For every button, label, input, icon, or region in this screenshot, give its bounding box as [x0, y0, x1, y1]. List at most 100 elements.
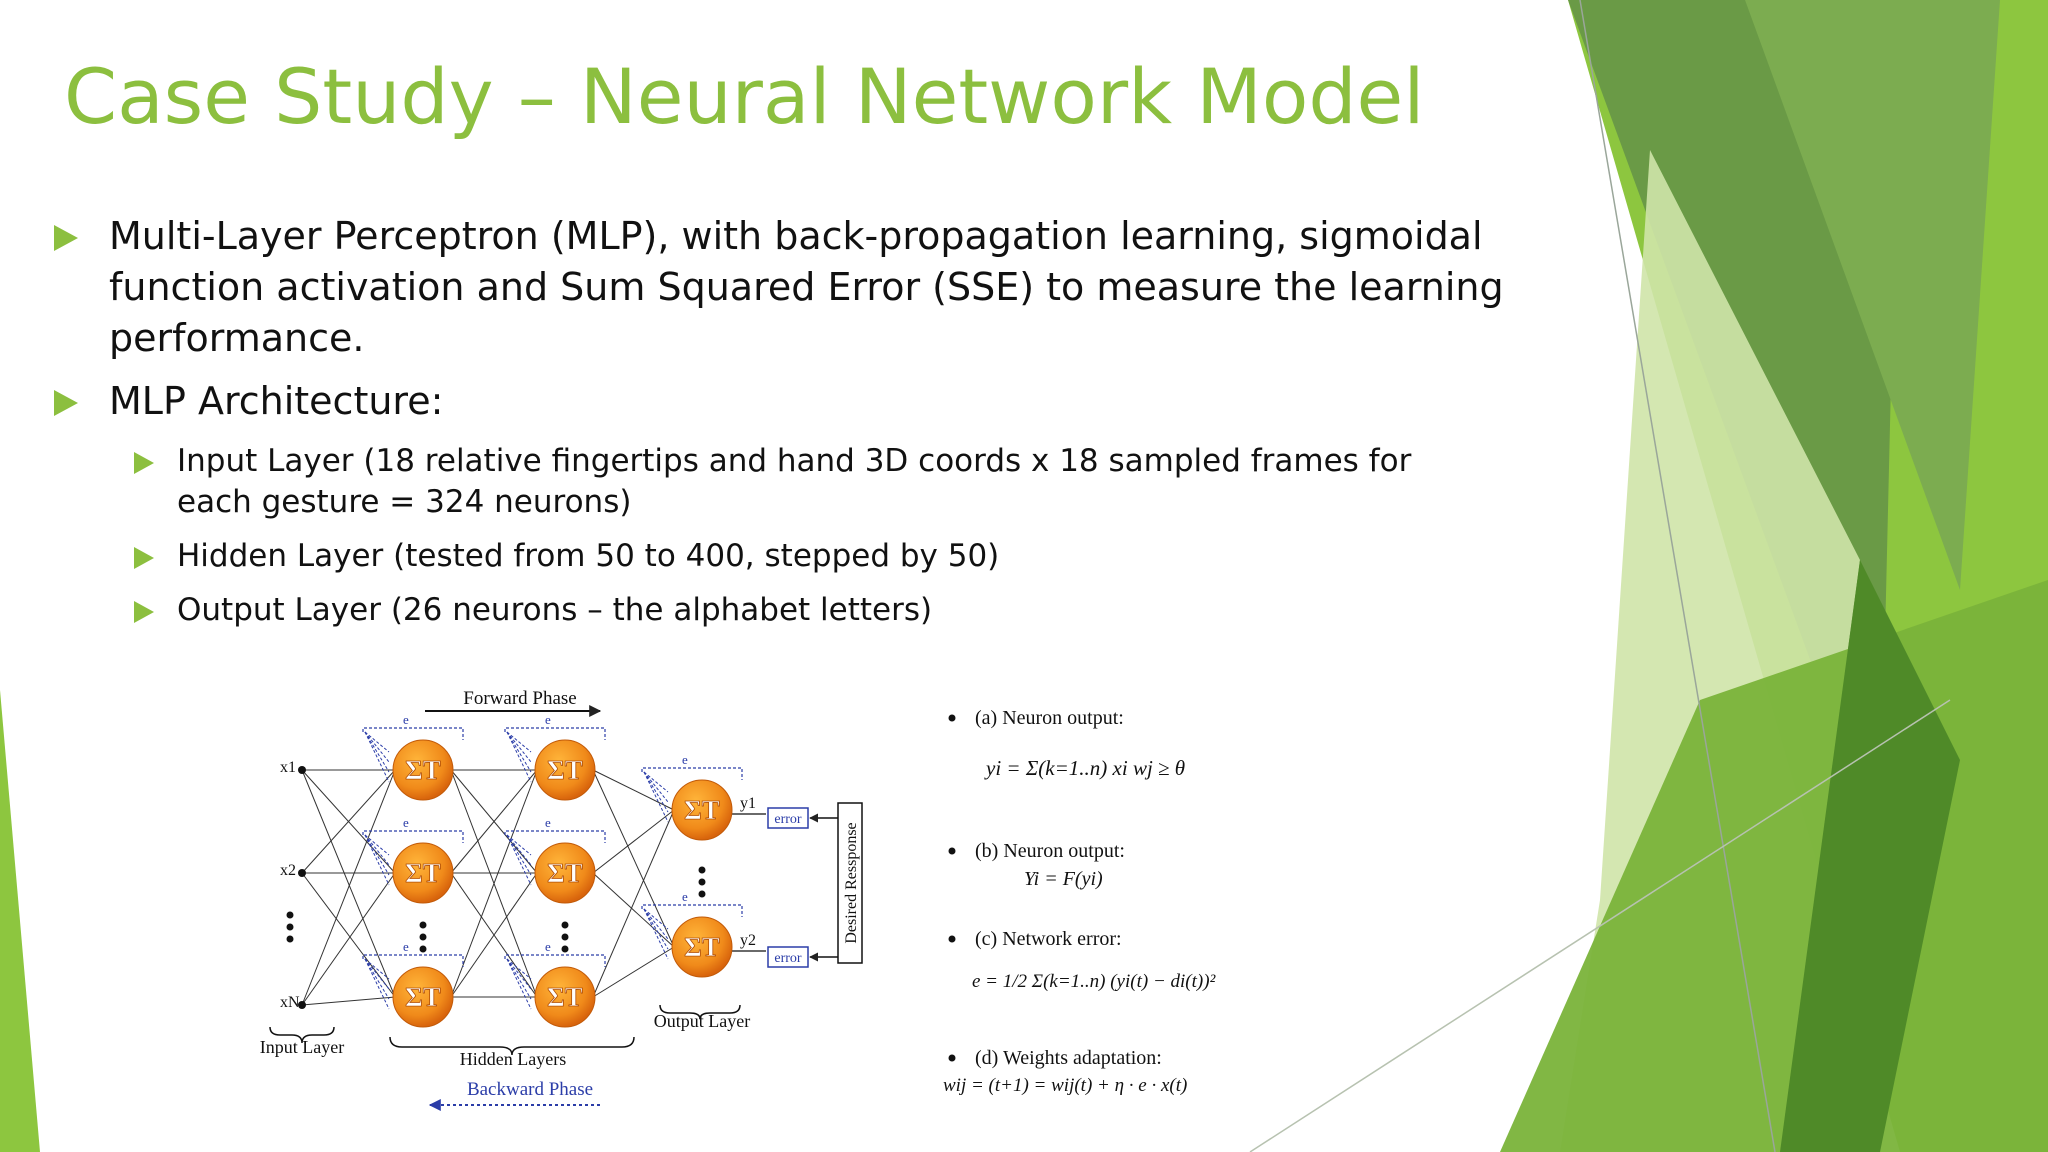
sub-bullet-text: Hidden Layer (tested from 50 to 400, ste… [177, 538, 1000, 574]
backprop-line [506, 834, 532, 876]
desired-response-box [837, 802, 863, 964]
backprop-line [643, 771, 669, 813]
error-feedback-line [641, 767, 743, 780]
backprop-line [506, 731, 532, 773]
ellipsis-dot [286, 935, 294, 943]
ellipsis-dot [698, 890, 706, 898]
connection-line [592, 946, 675, 998]
forward-phase-label: Forward Phase [463, 688, 576, 709]
formula-bullet [948, 714, 956, 722]
neuron-node [534, 842, 596, 904]
backprop-line [364, 731, 390, 753]
backprop-line [364, 958, 390, 990]
connection-line [301, 996, 396, 1006]
ellipsis-dot [286, 923, 294, 931]
neuron-symbol: ΣT [547, 982, 583, 1012]
neuron-node [534, 739, 596, 801]
formula-bullet [948, 935, 956, 943]
input-node [298, 766, 306, 774]
neuron-symbol: ΣT [405, 982, 441, 1012]
neuron-symbol: ΣT [405, 858, 441, 888]
bullet-item: Multi-Layer Perceptron (MLP), with back-… [54, 211, 1529, 364]
sub-bullet-text: Output Layer (26 neurons – the alphabet … [177, 592, 933, 628]
backprop-line [643, 908, 669, 930]
input-layer-brace [269, 1026, 335, 1044]
bullet-arrow-icon [134, 547, 154, 569]
formula-label: (a) Neuron output: [975, 707, 1124, 729]
backprop-line [506, 958, 532, 980]
formula-bullet [948, 847, 956, 855]
ellipsis-dot [561, 933, 569, 941]
backprop-line [506, 834, 532, 866]
e-label: e [545, 815, 551, 830]
e-label: e [403, 939, 409, 954]
bullet-text: MLP Architecture: [109, 379, 444, 423]
backprop-line [506, 958, 532, 1000]
backprop-line [506, 958, 532, 1010]
neuron-symbol: ΣT [684, 932, 720, 962]
input-label: xN [280, 994, 300, 1011]
error-feedback-line [504, 727, 606, 740]
output-layer-brace [659, 1004, 741, 1020]
connection-line [592, 809, 675, 998]
bullet-arrow-icon [54, 390, 78, 416]
error-feedback-line [504, 830, 606, 843]
formula-label: (c) Network error: [975, 928, 1122, 950]
e-label: e [403, 815, 409, 830]
neuron-node [534, 966, 596, 1028]
error-box-label: error [774, 812, 802, 827]
deco-darker-wedge [1780, 560, 1960, 1152]
backprop-line [643, 908, 669, 960]
connection-line [301, 769, 396, 1006]
backprop-line [364, 834, 390, 876]
formula-expression: yi = Σ(k=1..n) xi wj ≥ θ [984, 756, 1185, 780]
backprop-line [506, 731, 532, 753]
backprop-line [506, 731, 532, 783]
connection-line [301, 769, 396, 874]
backprop-line [643, 771, 669, 803]
neuron-symbol: ΣT [547, 858, 583, 888]
slide-title: Case Study – Neural Network Model [64, 52, 1425, 141]
e-label: e [682, 889, 688, 904]
backprop-line [643, 771, 669, 793]
ellipsis-dot [286, 911, 294, 919]
input-node [298, 869, 306, 877]
deco-mid-wedge [1745, 0, 2000, 590]
input-node [298, 1001, 306, 1009]
neuron-node [392, 739, 454, 801]
formula-label: (b) Neuron output: [975, 840, 1125, 862]
backprop-line [643, 908, 669, 940]
deco-left-sliver [0, 690, 40, 1152]
backprop-line [364, 834, 390, 856]
backprop-line [364, 731, 390, 783]
e-label: e [403, 712, 409, 727]
bullet-arrow-icon [134, 601, 154, 623]
sub-bullet-text: Input Layer (18 relative fingertips and … [177, 443, 1412, 520]
backprop-line [506, 731, 532, 763]
desired-response-label: Desired Ressponse [843, 822, 860, 943]
error-feedback-line [641, 904, 743, 917]
ellipsis-dot [419, 933, 427, 941]
sub-bullet-item: Output Layer (26 neurons – the alphabet … [134, 590, 1477, 631]
connection-line [301, 769, 396, 998]
formula-expression: wij = (t+1) = wij(t) + η · e · x(t) [943, 1075, 1187, 1096]
connection-line [450, 769, 538, 874]
connection-line [592, 809, 675, 874]
sub-bullet-item: Input Layer (18 relative fingertips and … [134, 441, 1467, 523]
e-label: e [545, 712, 551, 727]
neuron-node [671, 779, 733, 841]
connection-line [450, 872, 538, 998]
backprop-line [364, 958, 390, 980]
backprop-line [364, 958, 390, 1000]
hidden-layers-brace [389, 1036, 635, 1056]
sub-bullet-item: Hidden Layer (tested from 50 to 400, ste… [134, 536, 1477, 577]
formula-list: (a) Neuron output: yi = Σ(k=1..n) xi wj … [943, 707, 1216, 1096]
ellipsis-dot [698, 878, 706, 886]
backprop-line [364, 731, 390, 773]
ellipsis-dot [561, 945, 569, 953]
output-layer-label: Output Layer [654, 1011, 750, 1031]
error-feedback-line [362, 727, 464, 740]
input-layer-label: Input Layer [260, 1037, 344, 1057]
